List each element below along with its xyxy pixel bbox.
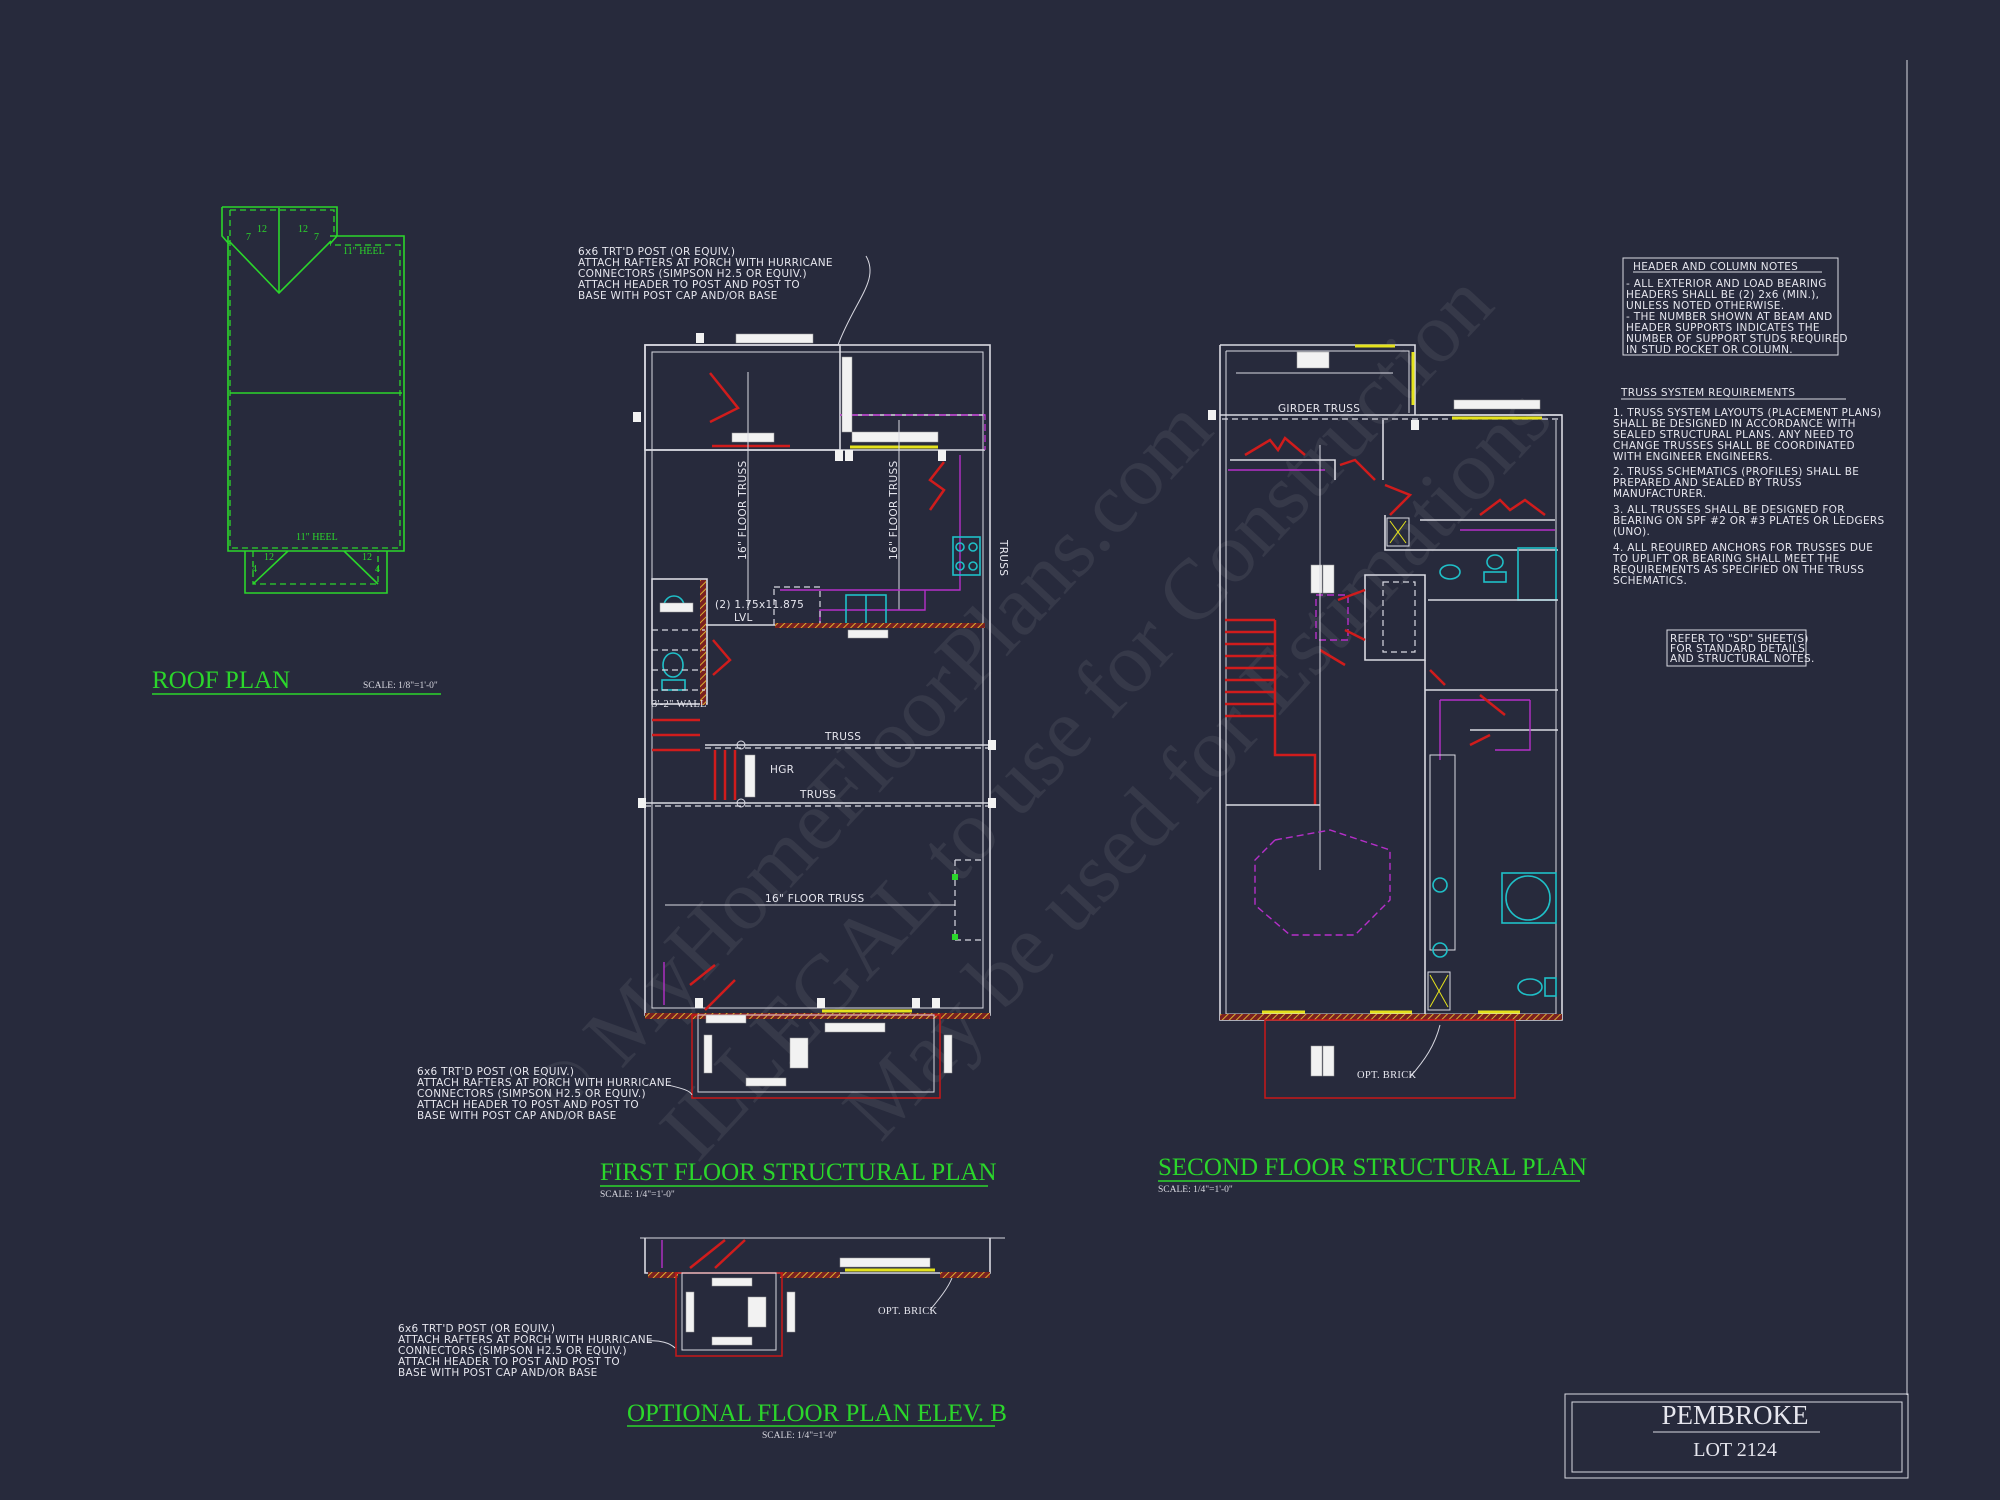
note-line: FOR STANDARD DETAILS	[1670, 643, 1805, 655]
note-line: ATTACH HEADER TO POST AND POST TO	[578, 279, 800, 291]
note-line: 6x6 TRT'D POST (OR EQUIV.)	[398, 1323, 555, 1335]
pitch-run-label: 12	[257, 224, 267, 235]
truss-requirements-title: TRUSS SYSTEM REQUIREMENTS	[1620, 387, 1795, 399]
roof-plan-title: ROOF PLAN	[152, 667, 290, 694]
note-line: MANUFACTURER.	[1613, 488, 1706, 500]
roof-plan: 11" HEEL 11" HEEL 12 7 12 7 12 4 12 4 RO…	[152, 206, 441, 695]
note-porch-post-top: 6x6 TRT'D POST (OR EQUIV.) ATTACH RAFTER…	[578, 246, 833, 302]
pitch-run-label: 12	[362, 552, 372, 563]
note-line: ATTACH RAFTERS AT PORCH WITH HURRICANE	[398, 1334, 653, 1346]
title-block: PEMBROKE LOT 2124	[1564, 1393, 1909, 1479]
note-line: WITH ENGINEER ENGINEERS.	[1613, 451, 1773, 463]
optional-plan-title: OPTIONAL FLOOR PLAN ELEV. B	[627, 1400, 1007, 1427]
lot-number: LOT 2124	[1693, 1439, 1777, 1461]
note-line: SCHEMATICS.	[1613, 575, 1687, 587]
note-line: SEALED STRUCTURAL PLANS. ANY NEED TO	[1613, 429, 1854, 441]
note-line: PREPARED AND SEALED BY TRUSS	[1613, 477, 1802, 489]
first-floor-plan: 16" FLOOR TRUSS 16" FLOOR TRUSS TRUSS (2…	[600, 255, 1009, 1200]
note-line: 6x6 TRT'D POST (OR EQUIV.)	[578, 246, 735, 258]
roof-plan-scale: SCALE: 1/8"=1'-0"	[363, 681, 438, 691]
note-line: CHANGE TRUSSES SHALL BE COORDINATED	[1613, 440, 1855, 452]
note-line: 3. ALL TRUSSES SHALL BE DESIGNED FOR	[1613, 504, 1845, 516]
note-line: TO UPLIFT OR BEARING SHALL MEET THE	[1612, 553, 1840, 565]
truss-label: TRUSS	[997, 539, 1009, 576]
second-floor-title: SECOND FLOOR STRUCTURAL PLAN	[1158, 1154, 1587, 1181]
first-floor-scale: SCALE: 1/4"=1'-0"	[600, 1190, 675, 1200]
note-line: SHALL BE DESIGNED IN ACCORDANCE WITH	[1613, 418, 1856, 430]
note-line: CONNECTORS (SIMPSON H2.5 OR EQUIV.)	[417, 1088, 646, 1100]
lvl-label: LVL	[734, 612, 753, 624]
project-name: PEMBROKE	[1661, 1400, 1808, 1430]
optional-plan-scale: SCALE: 1/4"=1'-0"	[762, 1431, 837, 1441]
note-line: ATTACH RAFTERS AT PORCH WITH HURRICANE	[578, 257, 833, 269]
note-line: HEADERS SHALL BE (2) 2x6 (MIN.),	[1626, 289, 1819, 301]
note-line: 1. TRUSS SYSTEM LAYOUTS (PLACEMENT PLANS…	[1613, 407, 1882, 419]
header-column-notes: HEADER AND COLUMN NOTES - ALL EXTERIOR A…	[1622, 257, 1848, 356]
pitch-rise-label: 4	[375, 564, 380, 575]
note-line: ATTACH HEADER TO POST AND POST TO	[417, 1099, 639, 1111]
opt-brick-label: OPT. BRICK	[878, 1306, 938, 1317]
note-line: ATTACH RAFTERS AT PORCH WITH HURRICANE	[417, 1077, 672, 1089]
refer-sd-note: REFER TO "SD" SHEET(S) FOR STANDARD DETA…	[1666, 629, 1815, 667]
truss-label: TRUSS	[824, 731, 861, 743]
truss-system-requirements: TRUSS SYSTEM REQUIREMENTS 1. TRUSS SYSTE…	[1612, 387, 1884, 587]
roof-heel-bottom-label: 11" HEEL	[296, 532, 338, 543]
note-line: REFER TO "SD" SHEET(S)	[1670, 633, 1809, 645]
note-line: CONNECTORS (SIMPSON H2.5 OR EQUIV.)	[398, 1345, 627, 1357]
note-line: CONNECTORS (SIMPSON H2.5 OR EQUIV.)	[578, 268, 807, 280]
note-line: HEADER SUPPORTS INDICATES THE	[1626, 322, 1820, 334]
pitch-run-label: 12	[264, 552, 274, 563]
note-line: BASE WITH POST CAP AND/OR BASE	[578, 290, 778, 302]
opt-brick-label: OPT. BRICK	[1357, 1070, 1417, 1081]
pitch-rise-label: 7	[314, 232, 319, 243]
girder-truss-label: GIRDER TRUSS	[1278, 403, 1360, 415]
first-floor-title: FIRST FLOOR STRUCTURAL PLAN	[600, 1159, 997, 1186]
note-line: BASE WITH POST CAP AND/OR BASE	[398, 1367, 598, 1379]
floor-truss-label: 16" FLOOR TRUSS	[888, 461, 900, 560]
note-line: BASE WITH POST CAP AND/OR BASE	[417, 1110, 617, 1122]
note-line: - ALL EXTERIOR AND LOAD BEARING	[1626, 278, 1827, 290]
roof-heel-top-label: 11" HEEL	[343, 246, 385, 257]
pitch-rise-label: 7	[246, 232, 251, 243]
pitch-rise-label: 4	[252, 564, 257, 575]
pitch-run-label: 12	[298, 224, 308, 235]
note-line: IN STUD POCKET OR COLUMN.	[1626, 344, 1793, 356]
note-line: AND STRUCTURAL NOTES.	[1670, 653, 1815, 665]
hanger-label: HGR	[770, 764, 794, 776]
note-line: UNLESS NOTED OTHERWISE.	[1626, 300, 1784, 312]
note-line: - THE NUMBER SHOWN AT BEAM AND	[1626, 311, 1833, 323]
second-floor-scale: SCALE: 1/4"=1'-0"	[1158, 1185, 1233, 1195]
wall-label: 3'-2" WALL	[652, 699, 707, 710]
second-floor-plan: GIRDER TRUSS	[1158, 344, 1587, 1195]
floor-truss-label: 16" FLOOR TRUSS	[737, 461, 749, 560]
floor-truss-label: 16" FLOOR TRUSS	[765, 893, 864, 905]
note-line: BEARING ON SPF #2 OR #3 PLATES OR LEDGER…	[1613, 515, 1884, 527]
lvl-beam-label: (2) 1.75x11.875	[715, 599, 804, 611]
truss-label: TRUSS	[799, 789, 836, 801]
note-line: 6x6 TRT'D POST (OR EQUIV.)	[417, 1066, 574, 1078]
note-line: 4. ALL REQUIRED ANCHORS FOR TRUSSES DUE	[1613, 542, 1873, 554]
optional-floor-plan: OPT. BRICK 6x6 TRT'D POST (OR EQUIV.) AT…	[398, 1237, 1007, 1441]
header-notes-title: HEADER AND COLUMN NOTES	[1633, 261, 1798, 273]
note-line: 2. TRUSS SCHEMATICS (PROFILES) SHALL BE	[1613, 466, 1859, 478]
note-line: ATTACH HEADER TO POST AND POST TO	[398, 1356, 620, 1368]
note-porch-post-bottom: 6x6 TRT'D POST (OR EQUIV.) ATTACH RAFTER…	[417, 1066, 672, 1122]
note-line: NUMBER OF SUPPORT STUDS REQUIRED	[1626, 333, 1848, 345]
note-line: REQUIREMENTS AS SPECIFIED ON THE TRUSS	[1613, 564, 1864, 576]
note-line: (UNO).	[1613, 526, 1650, 538]
